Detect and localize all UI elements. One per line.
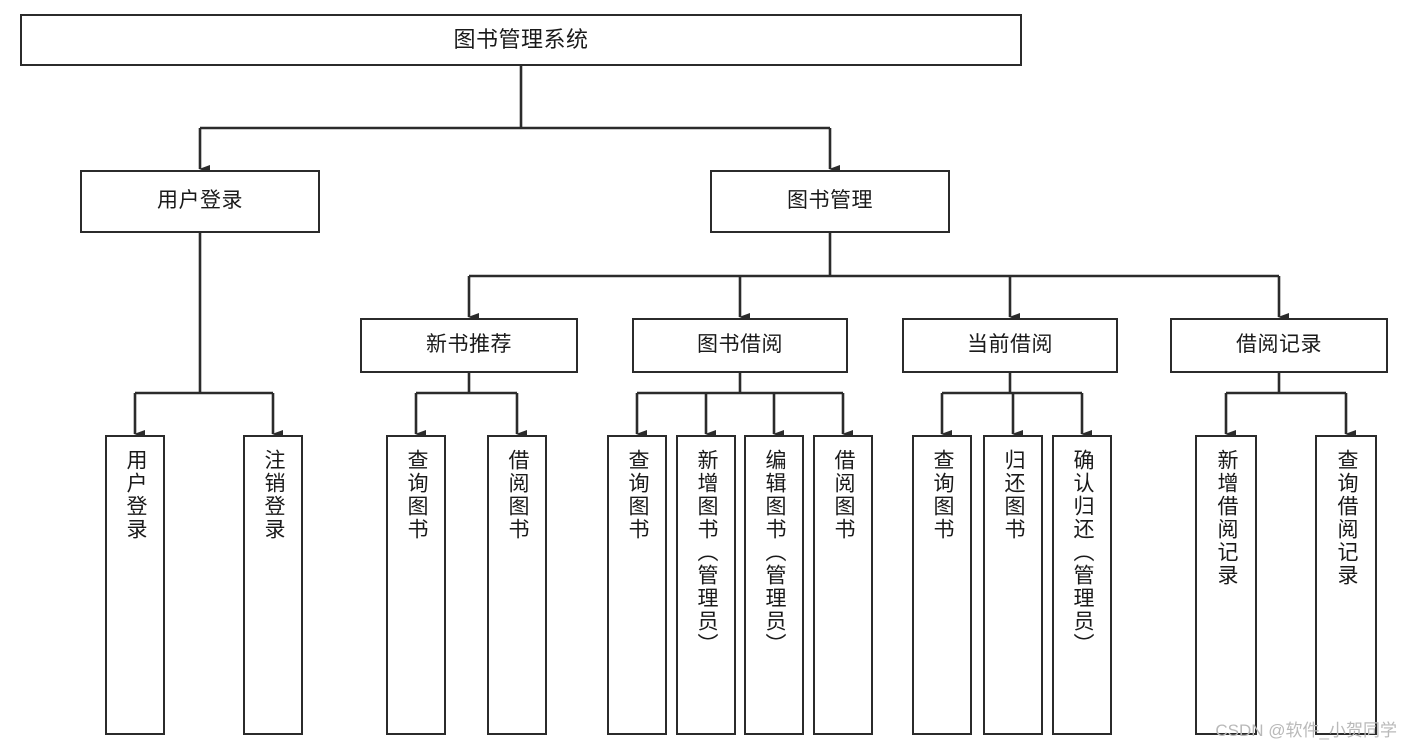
node-leaf-borrow-3[interactable]: 编辑图书（管理员）: [744, 435, 804, 735]
node-leaf-borrow-4[interactable]: 借阅图书: [813, 435, 873, 735]
node-label: 查询图书: [931, 449, 955, 541]
node-label: 注销登录: [262, 449, 286, 541]
node-label: 借阅图书: [506, 449, 530, 541]
node-leaf-borrow-1[interactable]: 查询图书: [607, 435, 667, 735]
node-label: 新增图书（管理员）: [695, 449, 719, 656]
node-label: 确认归还（管理员）: [1071, 449, 1095, 656]
node-label: 归还图书: [1002, 449, 1026, 541]
node-root[interactable]: 图书管理系统: [20, 14, 1022, 66]
node-leaf-new-1[interactable]: 查询图书: [386, 435, 446, 735]
node-label: 新书推荐: [426, 333, 512, 357]
node-leaf-new-2[interactable]: 借阅图书: [487, 435, 547, 735]
node-label: 用户登录: [124, 449, 148, 541]
node-leaf-login-1[interactable]: 用户登录: [105, 435, 165, 735]
watermark: CSDN @软件_小贺同学: [1215, 721, 1397, 740]
node-label: 查询图书: [626, 449, 650, 541]
node-label: 查询图书: [405, 449, 429, 541]
node-borrow[interactable]: 图书借阅: [632, 318, 848, 373]
node-login[interactable]: 用户登录: [80, 170, 320, 233]
node-leaf-login-2[interactable]: 注销登录: [243, 435, 303, 735]
node-records[interactable]: 借阅记录: [1170, 318, 1388, 373]
node-label: 编辑图书（管理员）: [763, 449, 787, 656]
node-leaf-cur-3[interactable]: 确认归还（管理员）: [1052, 435, 1112, 735]
node-leaf-rec-2[interactable]: 查询借阅记录: [1315, 435, 1377, 735]
node-label: 当前借阅: [967, 333, 1053, 357]
node-label: 用户登录: [157, 189, 243, 213]
node-bookmgmt[interactable]: 图书管理: [710, 170, 950, 233]
node-leaf-borrow-2[interactable]: 新增图书（管理员）: [676, 435, 736, 735]
node-current[interactable]: 当前借阅: [902, 318, 1118, 373]
node-label: 借阅记录: [1236, 333, 1322, 357]
node-label: 图书管理: [787, 189, 873, 213]
node-leaf-cur-2[interactable]: 归还图书: [983, 435, 1043, 735]
node-label: 图书管理系统: [453, 27, 589, 53]
node-label: 图书借阅: [697, 333, 783, 357]
node-label: 查询借阅记录: [1335, 449, 1359, 587]
node-leaf-rec-1[interactable]: 新增借阅记录: [1195, 435, 1257, 735]
node-label: 新增借阅记录: [1215, 449, 1239, 587]
edges: [133, 66, 1356, 438]
node-newbook[interactable]: 新书推荐: [360, 318, 578, 373]
node-label: 借阅图书: [832, 449, 856, 541]
node-leaf-cur-1[interactable]: 查询图书: [912, 435, 972, 735]
